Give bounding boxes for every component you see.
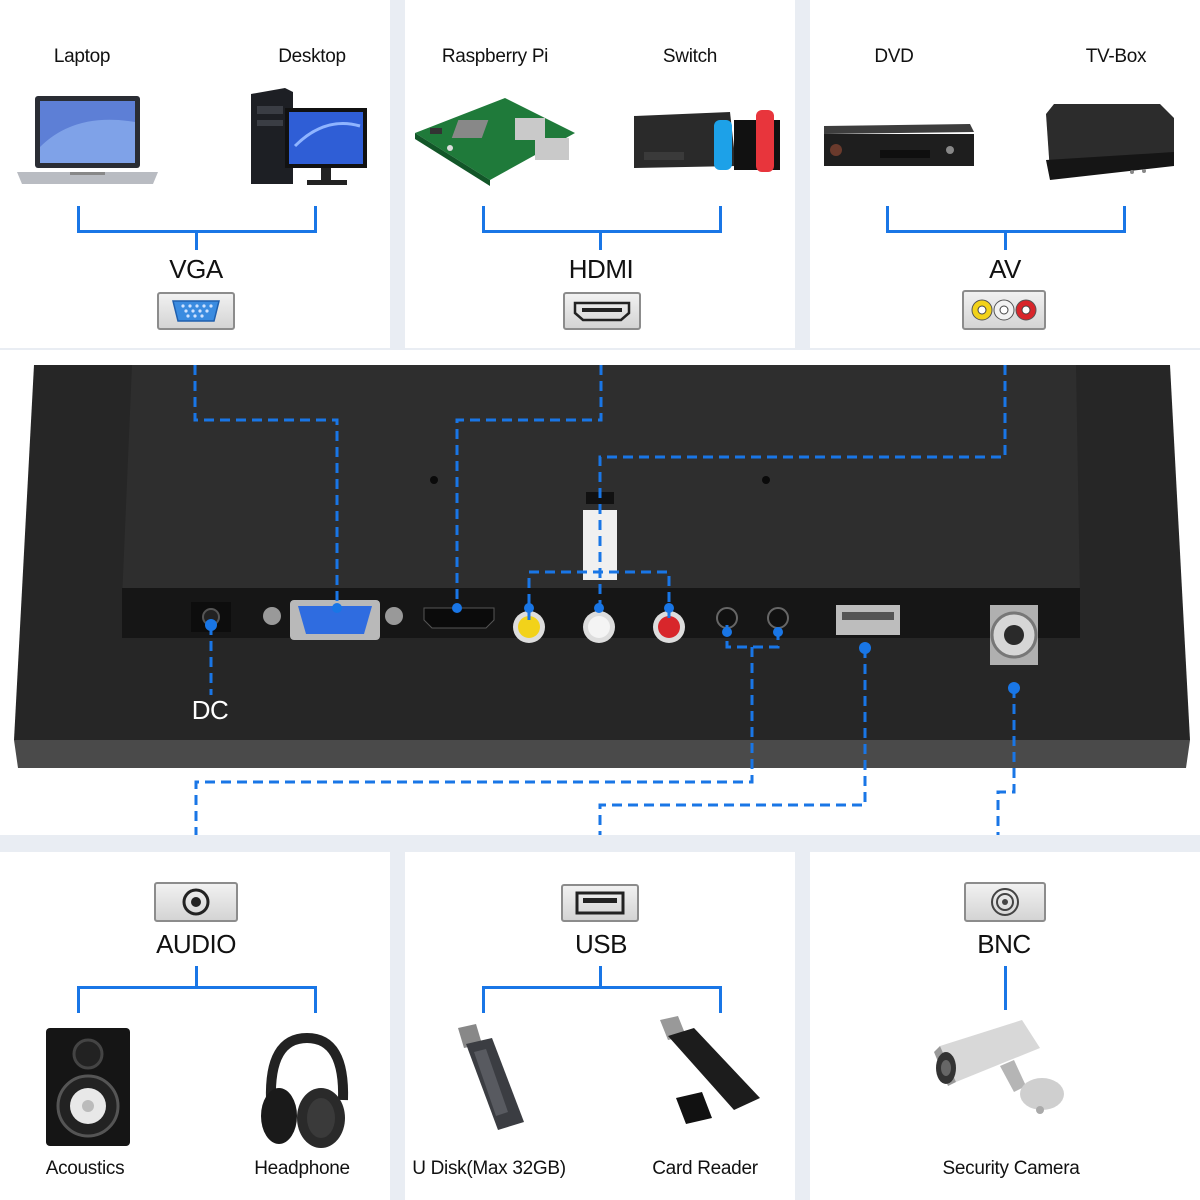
security-camera-icon — [934, 1020, 1064, 1114]
audio-title: AUDIO — [156, 929, 236, 959]
dvd-label: DVD — [874, 46, 914, 67]
audio-bracket — [77, 986, 317, 1013]
speaker-icon — [46, 1028, 130, 1146]
hdmi-panel — [405, 0, 795, 348]
acoustics-label: Acoustics — [45, 1158, 125, 1179]
tv-box-icon — [1046, 104, 1174, 180]
monitor-back-panel — [0, 350, 1200, 835]
laptop-icon — [17, 96, 158, 184]
dc-label: DC — [191, 695, 229, 725]
hdmi-title: HDMI — [568, 254, 634, 284]
laptop-label: Laptop — [53, 46, 111, 67]
card-reader-icon — [660, 1016, 760, 1124]
headphone-label: Headphone — [254, 1158, 350, 1179]
security-camera-label: Security Camera — [942, 1158, 1080, 1179]
vga-title: VGA — [169, 254, 223, 284]
desktop-icon — [251, 88, 367, 185]
raspberry-pi-icon — [415, 98, 575, 186]
u-disk-label: U Disk(Max 32GB) — [412, 1158, 566, 1179]
usb-title: USB — [575, 929, 627, 959]
hdmi-port-icon — [563, 292, 641, 330]
audio-port-icon — [154, 882, 238, 922]
card-reader-label: Card Reader — [652, 1158, 758, 1179]
vga-bracket — [77, 206, 317, 233]
av-port-icon — [962, 290, 1046, 330]
raspberry-pi-label: Raspberry Pi — [441, 46, 549, 67]
vga-port-icon — [157, 292, 235, 330]
bnc-connector-line — [1004, 966, 1007, 1010]
usb-port-icon — [561, 884, 639, 922]
usb-flash-drive-icon — [458, 1024, 524, 1130]
dvd-player-icon — [824, 124, 974, 166]
headphone-icon — [261, 1032, 349, 1148]
usb-bracket — [482, 986, 722, 1013]
nintendo-switch-icon — [634, 110, 780, 172]
tv-box-label: TV-Box — [1085, 46, 1147, 67]
av-title: AV — [989, 254, 1021, 284]
switch-label: Switch — [662, 46, 718, 67]
av-bracket — [886, 206, 1126, 233]
desktop-label: Desktop — [278, 46, 346, 67]
bnc-title: BNC — [977, 929, 1031, 959]
hdmi-bracket — [482, 206, 722, 233]
bnc-port-icon — [964, 882, 1046, 922]
